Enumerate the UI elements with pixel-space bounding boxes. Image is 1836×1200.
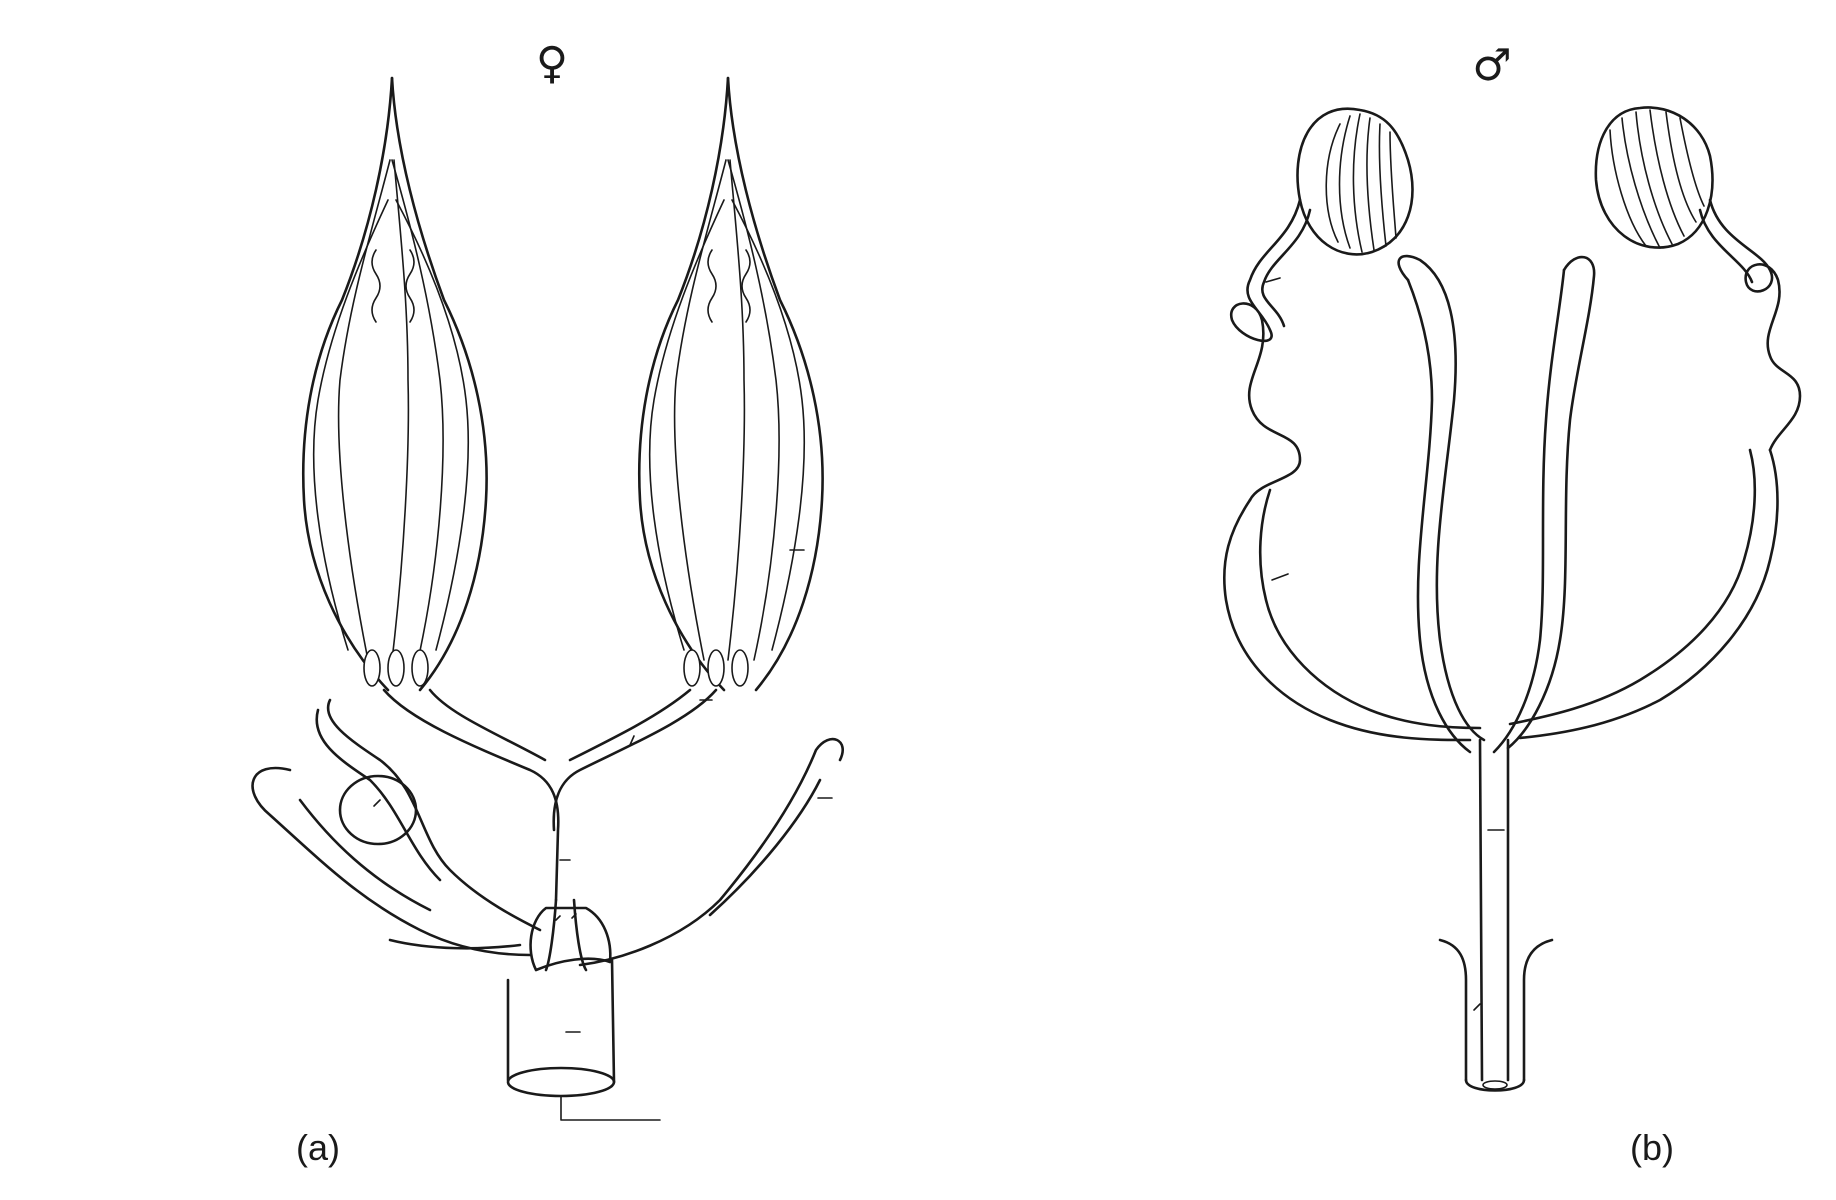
female-panel-label: (a) (296, 1127, 340, 1168)
genital-chamber (506, 906, 661, 1121)
right-vas-deferens (1508, 198, 1802, 740)
left-vas-deferens (1222, 198, 1482, 742)
spermatheca (315, 698, 542, 932)
accessory-glands (251, 737, 844, 967)
male-panel-label: (b) (1630, 1127, 1674, 1168)
female-symbol: ♀ (536, 38, 568, 89)
ejaculatory-duct (1438, 738, 1554, 1092)
oviducts (382, 549, 805, 972)
male-accessory-glands (1397, 254, 1596, 754)
right-testis (1594, 106, 1714, 249)
left-ovary (301, 76, 488, 692)
panel-male: ♂ (1222, 40, 1802, 1168)
male-symbol: ♂ (1472, 40, 1511, 91)
left-testis (1296, 107, 1414, 256)
right-ovary (637, 76, 824, 692)
panel-female: ♀ (251, 38, 844, 1168)
